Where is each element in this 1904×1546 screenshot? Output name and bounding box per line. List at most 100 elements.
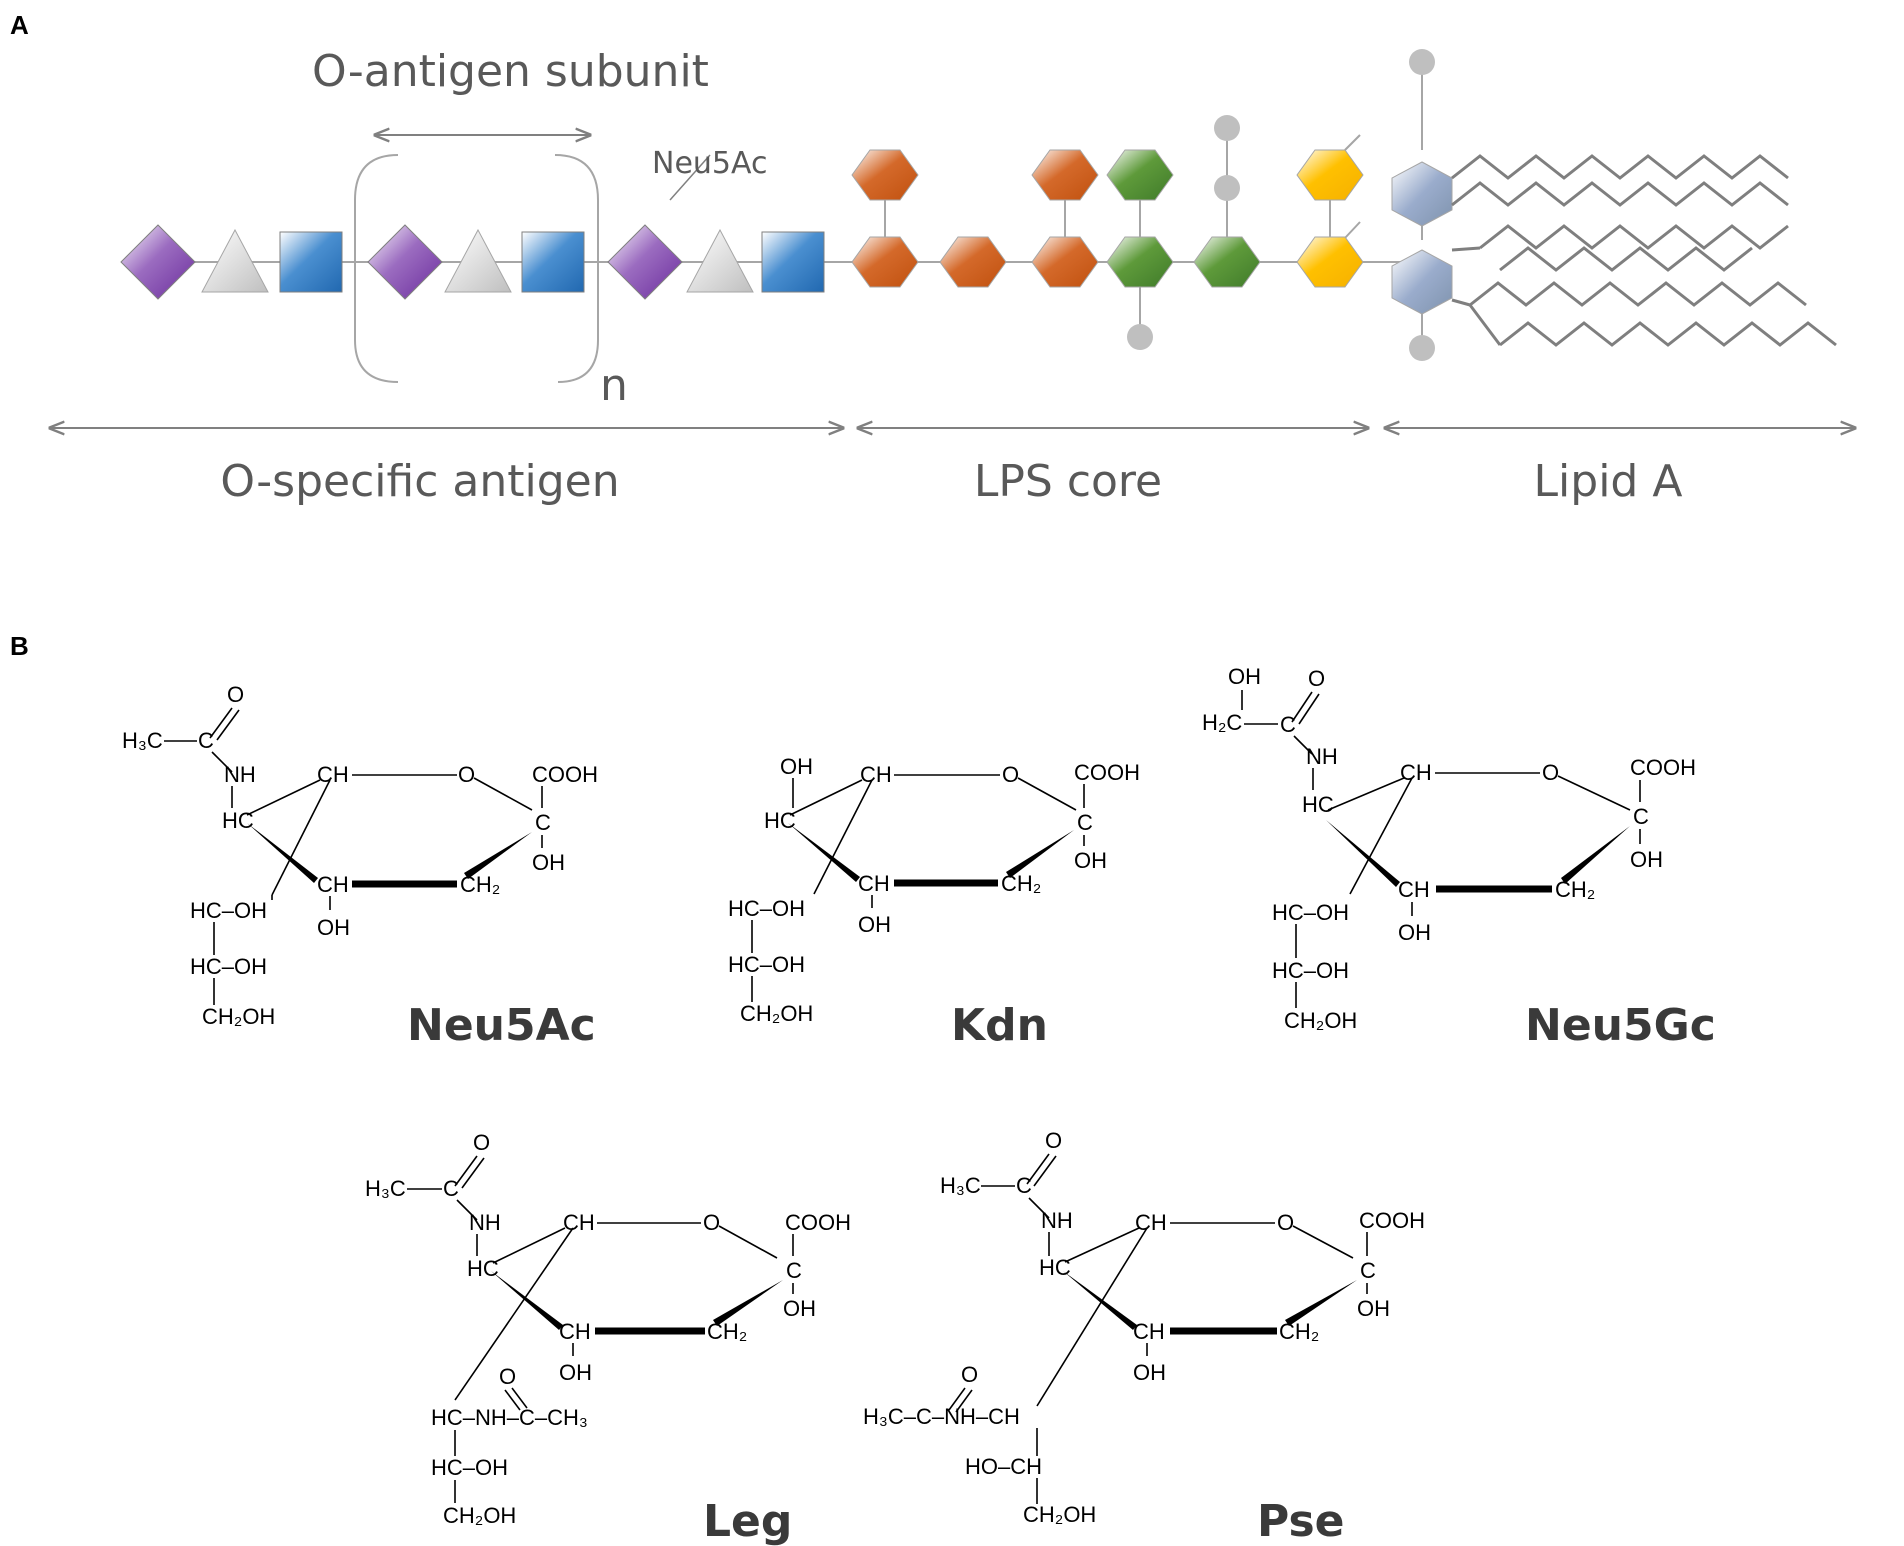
atom-label: CH	[317, 872, 349, 897]
panel-label-b: B	[10, 631, 29, 661]
molecule-pse: O H₃C C NH HC CH O COOH C OH CH₂ CH OH O…	[863, 1128, 1425, 1546]
acyl-chain	[1479, 224, 1789, 250]
atom-label: C	[535, 810, 551, 835]
atom-label: OH	[1228, 664, 1261, 689]
acyl-chain-joint	[1468, 304, 1502, 346]
glucosamine-hexagon	[1391, 161, 1453, 227]
atom-label: CH	[858, 871, 890, 896]
atom-label: O	[1002, 762, 1019, 787]
atom-label: C	[1633, 804, 1649, 829]
atom-label: C	[198, 728, 214, 753]
glucosamine-hexagon	[1391, 249, 1453, 315]
acyl-chain-joint	[1451, 298, 1471, 307]
atom-label: O	[473, 1130, 490, 1155]
atom-label: COOH	[1074, 760, 1140, 785]
core-green-hexagon	[1106, 149, 1174, 201]
acyl-chains	[1451, 154, 1837, 347]
phosphate-circle	[1409, 49, 1435, 75]
atom-label: CH₂	[1279, 1319, 1319, 1344]
atom-label: O	[458, 762, 475, 787]
atom-label: CH	[1400, 760, 1432, 785]
phosphate-circle	[1127, 324, 1153, 350]
atom-label: NH	[224, 762, 256, 787]
atom-label: CH	[1398, 877, 1430, 902]
atom-label: C	[1016, 1173, 1032, 1198]
panel-a-lps-schematic: O-antigen subunit n Neu5Ac	[50, 46, 1855, 507]
atom-label: CH₂OH	[1023, 1502, 1096, 1527]
hexnac-square	[279, 231, 343, 293]
atom-label: HC	[467, 1256, 499, 1281]
atom-label: O	[499, 1364, 516, 1389]
atom-label: OH	[317, 915, 350, 940]
atom-label: H₃C	[365, 1176, 406, 1201]
core-heptose-hexagon	[1031, 236, 1099, 288]
repeat-n-label: n	[600, 360, 628, 411]
core-heptose-hexagon	[1031, 149, 1099, 201]
atom-label: OH	[532, 850, 565, 875]
core-green-hexagon	[1193, 236, 1261, 288]
atom-label: CH	[1133, 1319, 1165, 1344]
molecule-neu5gc: OH O H₂C C NH HC CH O COOH C OH CH₂ CH O…	[1202, 664, 1716, 1051]
atom-label: HC–OH	[190, 954, 267, 979]
molecule-name: Neu5Ac	[407, 1000, 596, 1051]
panel-label-a: A	[10, 10, 29, 40]
region-label-lps-core: LPS core	[974, 456, 1162, 507]
atom-label: O	[961, 1362, 978, 1387]
atom-label: CH₂OH	[443, 1503, 516, 1528]
atom-label: H₃C	[122, 728, 163, 753]
atom-label: OH	[858, 912, 891, 937]
atom-label: NH	[1306, 744, 1338, 769]
core-kdo-hexagon	[1296, 236, 1364, 288]
atom-label: CH₂	[1555, 877, 1595, 902]
atom-label: CH₂	[1001, 871, 1041, 896]
atom-label: OH	[1630, 847, 1663, 872]
atom-label: HC–OH	[728, 896, 805, 921]
molecule-kdn: OH HC CH O COOH C OH CH₂ CH OH HC–OH HC–…	[728, 754, 1140, 1051]
atom-label: CH₂OH	[740, 1001, 813, 1026]
atom-label: CH₂OH	[202, 1004, 275, 1029]
atom-label: C	[443, 1176, 459, 1201]
atom-label: HC–OH	[431, 1455, 508, 1480]
atom-label: O	[1045, 1128, 1062, 1153]
atom-label: NH	[469, 1210, 501, 1235]
atom-label: COOH	[1630, 755, 1696, 780]
atom-label: CH₂OH	[1284, 1008, 1357, 1033]
neu5ac-callout-line	[669, 154, 711, 201]
atom-label: C	[1360, 1258, 1376, 1283]
subunit-label: O-antigen subunit	[312, 46, 709, 97]
sialic-acid-diamond	[367, 224, 443, 300]
atom-label: OH	[1398, 920, 1431, 945]
atom-label: COOH	[785, 1210, 851, 1235]
atom-label: C	[1280, 712, 1296, 737]
atom-label: COOH	[532, 762, 598, 787]
region-label-lipid-a: Lipid A	[1534, 456, 1683, 507]
core-heptose-hexagon	[851, 236, 919, 288]
atom-label: HC–OH	[1272, 958, 1349, 983]
molecule-name: Neu5Gc	[1525, 1000, 1716, 1051]
atom-label: OH	[783, 1296, 816, 1321]
subunit-bracket	[354, 154, 399, 383]
atom-label: HC–OH	[728, 952, 805, 977]
acyl-chain	[1499, 246, 1753, 272]
atom-label: CH	[317, 762, 349, 787]
sialic-acid-diamond	[120, 224, 196, 300]
atom-label: CH₂	[707, 1319, 747, 1344]
acyl-chain	[1451, 181, 1789, 207]
lps-core-residues	[851, 115, 1364, 350]
molecule-name: Kdn	[951, 1000, 1048, 1051]
atom-label: OH	[559, 1360, 592, 1385]
hexose-triangle	[201, 228, 269, 293]
acyl-chain	[1499, 321, 1837, 347]
hexnac-square	[761, 231, 825, 293]
atom-label: O	[1542, 760, 1559, 785]
acyl-chain	[1451, 154, 1789, 180]
atom-label: O	[703, 1210, 720, 1235]
hexnac-square	[521, 231, 585, 293]
atom-label: CH	[1135, 1210, 1167, 1235]
phosphate-circle	[1214, 115, 1240, 141]
atom-label: C	[786, 1258, 802, 1283]
atom-label: HC	[222, 808, 254, 833]
atom-label: O	[1277, 1210, 1294, 1235]
core-heptose-hexagon	[939, 236, 1007, 288]
